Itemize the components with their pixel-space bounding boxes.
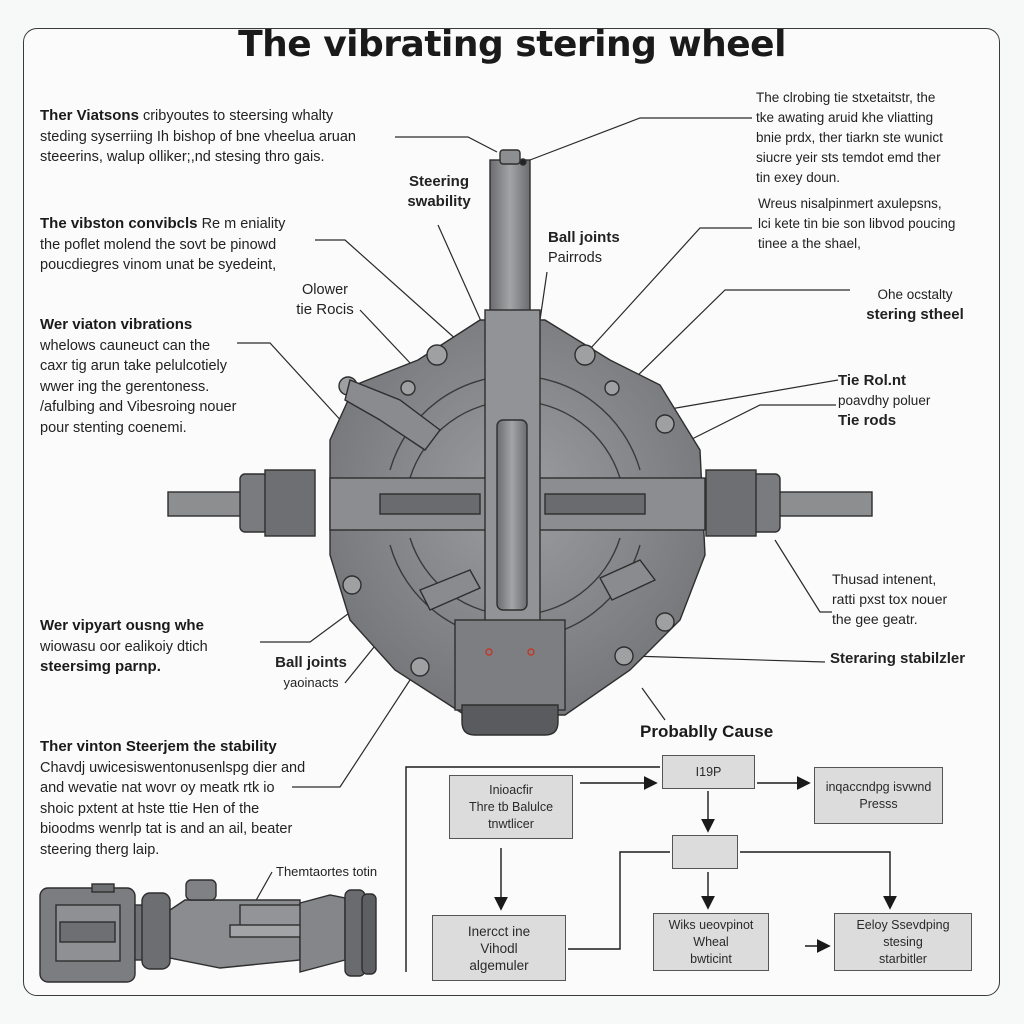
label-ball-joints-bottom: Ball joints yaoinacts (275, 654, 347, 690)
left-note-5: Ther vinton Steerjem the stability Chavd… (40, 738, 306, 858)
flow-box-bottom-left: Inercct ine Vihodl algemuler (432, 915, 566, 981)
steering-column (489, 159, 531, 321)
left-note-4: Wer vipyart ousng whe wiowasu oor ealiko… (40, 617, 208, 675)
right-note-1: The clrobing tie stxetaitstr, the tke aw… (756, 90, 943, 185)
label-bottom-assembly: Themtaortes totin (276, 864, 378, 879)
left-note-2: The vibston convibcls Re m eniality the … (40, 215, 286, 273)
label-lower-tie-rods: Olower tie Rocis (296, 282, 354, 318)
label-thread: Thusad intenent, ratti pxst tox nouer th… (832, 571, 948, 627)
steering-gear-assembly (167, 149, 873, 736)
flow-connectors (405, 766, 897, 972)
page-title: The vibrating stering wheel (238, 24, 786, 65)
leader-lines (237, 117, 850, 921)
label-steering-wheel: Ohe ocstalty stering stheel (866, 287, 964, 323)
flow-box-bottom-right: Eeloy Ssevdping stesing starbitler (834, 913, 972, 971)
bottom-rack-assembly (39, 879, 377, 983)
flowchart-title: Probablly Cause (640, 722, 774, 741)
left-note-1: Ther Viatsons cribyoutes to steersing wh… (40, 107, 356, 165)
label-steering-stability: Steering swability (407, 173, 471, 210)
flow-box-top-left: Inioacfir Thre tb Balulce tnwtlicer (449, 775, 573, 839)
flow-box-mid-center (672, 835, 738, 869)
left-shaft (167, 491, 249, 517)
right-shaft (775, 491, 873, 517)
label-steering-stabilizer: Steraring stabilzler (830, 650, 966, 667)
flow-box-bottom-center: Wiks ueovpinot Wheal bwticint (653, 913, 769, 971)
label-ball-joints-top: Ball joints Pairrods (548, 229, 620, 266)
label-tie-rod: Tie Rol.nt poavdhy poluer Tie rods (838, 372, 931, 429)
flow-box-top-right: inqaccndpg isvwnd Presss (814, 767, 943, 824)
right-note-2: Wreus nisalpinmert axulepsns, lci kete t… (758, 196, 956, 251)
left-note-3: Wer viaton vibrations whelows cauneuct c… (40, 316, 237, 436)
flow-box-top-center: I19P (662, 755, 755, 789)
